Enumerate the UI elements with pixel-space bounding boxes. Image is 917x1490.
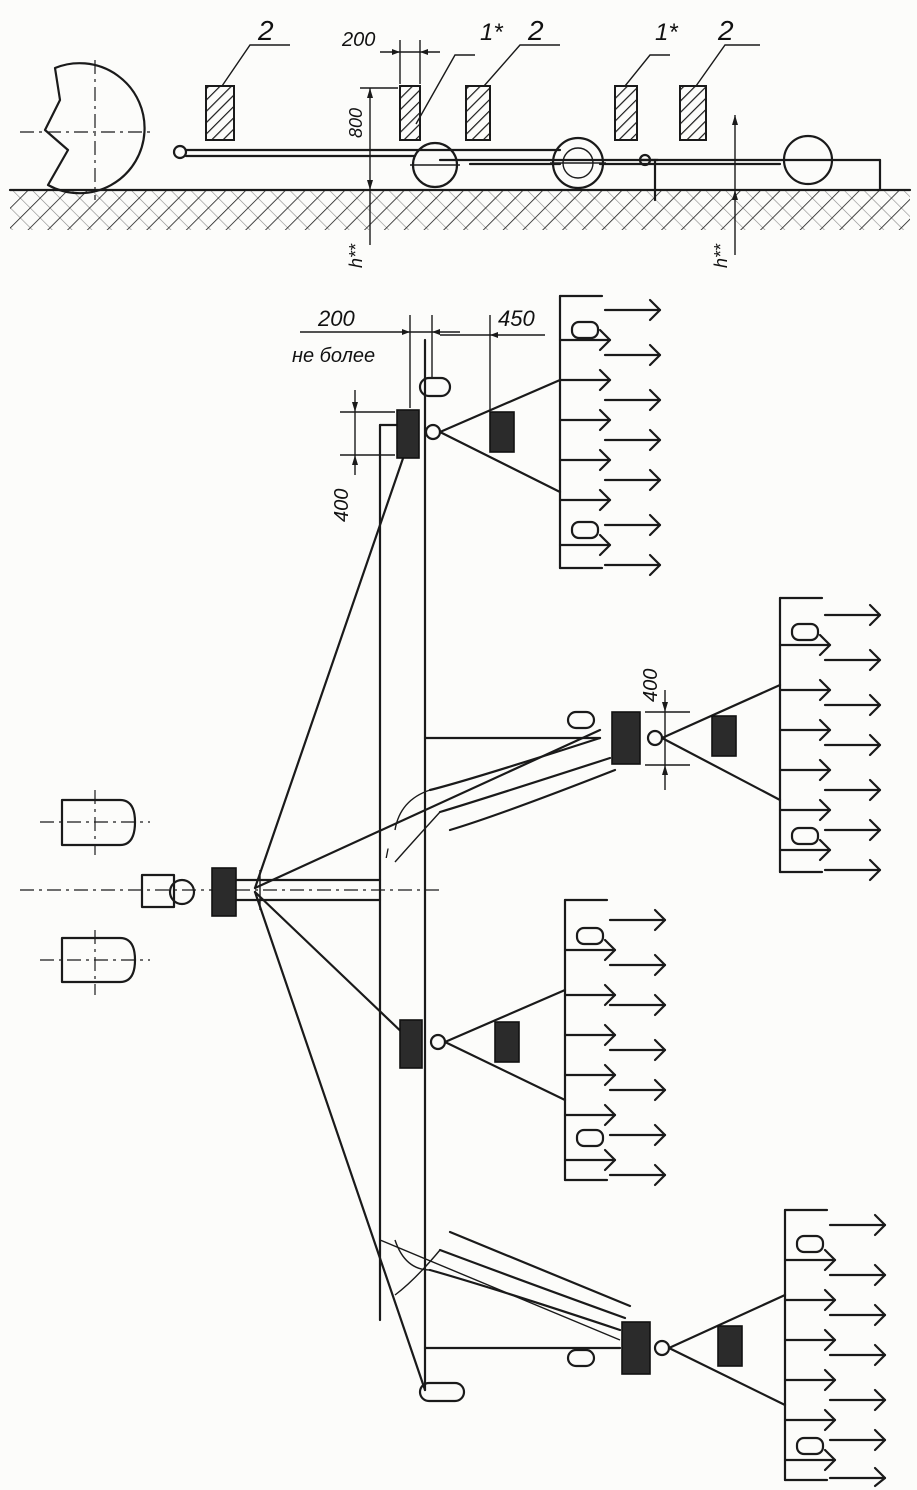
unit-frame-top [396, 409, 420, 459]
label-1-a: 1* [480, 19, 503, 46]
unit-frame-mid [399, 1019, 423, 1069]
dim-h-left: h** [346, 243, 366, 268]
object-2-b [465, 85, 491, 141]
label-2-b: 2 [527, 15, 544, 46]
object-1-b [614, 85, 638, 141]
hitch-unit [211, 867, 237, 917]
dim-400-wing: 400 [640, 669, 662, 702]
tines-wing-1 [558, 298, 662, 577]
dim-h-right: h** [711, 243, 731, 268]
harrow-wing-3 [429, 898, 667, 1187]
tractor-wheel [43, 62, 146, 195]
harrow-wing-2 [646, 596, 882, 882]
tines-wing-3 [563, 908, 667, 1187]
tines-wing-2 [778, 603, 882, 882]
dim-200-top: 200 [341, 29, 375, 51]
dim-800: 800 [346, 108, 366, 138]
dim-450: 450 [498, 306, 535, 331]
dim-200-plan: 200 [317, 306, 355, 331]
object-2-c [679, 85, 707, 141]
svg-text:І: І [385, 845, 389, 861]
object-2-a [205, 85, 235, 141]
unit-arm-top [611, 711, 641, 765]
label-1-b: 1* [655, 19, 678, 46]
hitch-point [172, 144, 188, 160]
label-not-more: не более [292, 345, 375, 367]
unit-arm-bottom [621, 1321, 651, 1375]
harrow-wing-4 [653, 1208, 887, 1488]
plan-view: І [20, 294, 887, 1488]
object-1-a [399, 85, 421, 141]
dim-400-left: 400 [331, 489, 353, 522]
label-2-c: 2 [717, 15, 734, 46]
tines-wing-4 [783, 1213, 887, 1488]
label-2-a: 2 [257, 15, 274, 46]
harrow-wing-1 [424, 294, 662, 577]
elevation-view: 2 200 1* 2 1* 2 800 h** h** [8, 15, 912, 268]
